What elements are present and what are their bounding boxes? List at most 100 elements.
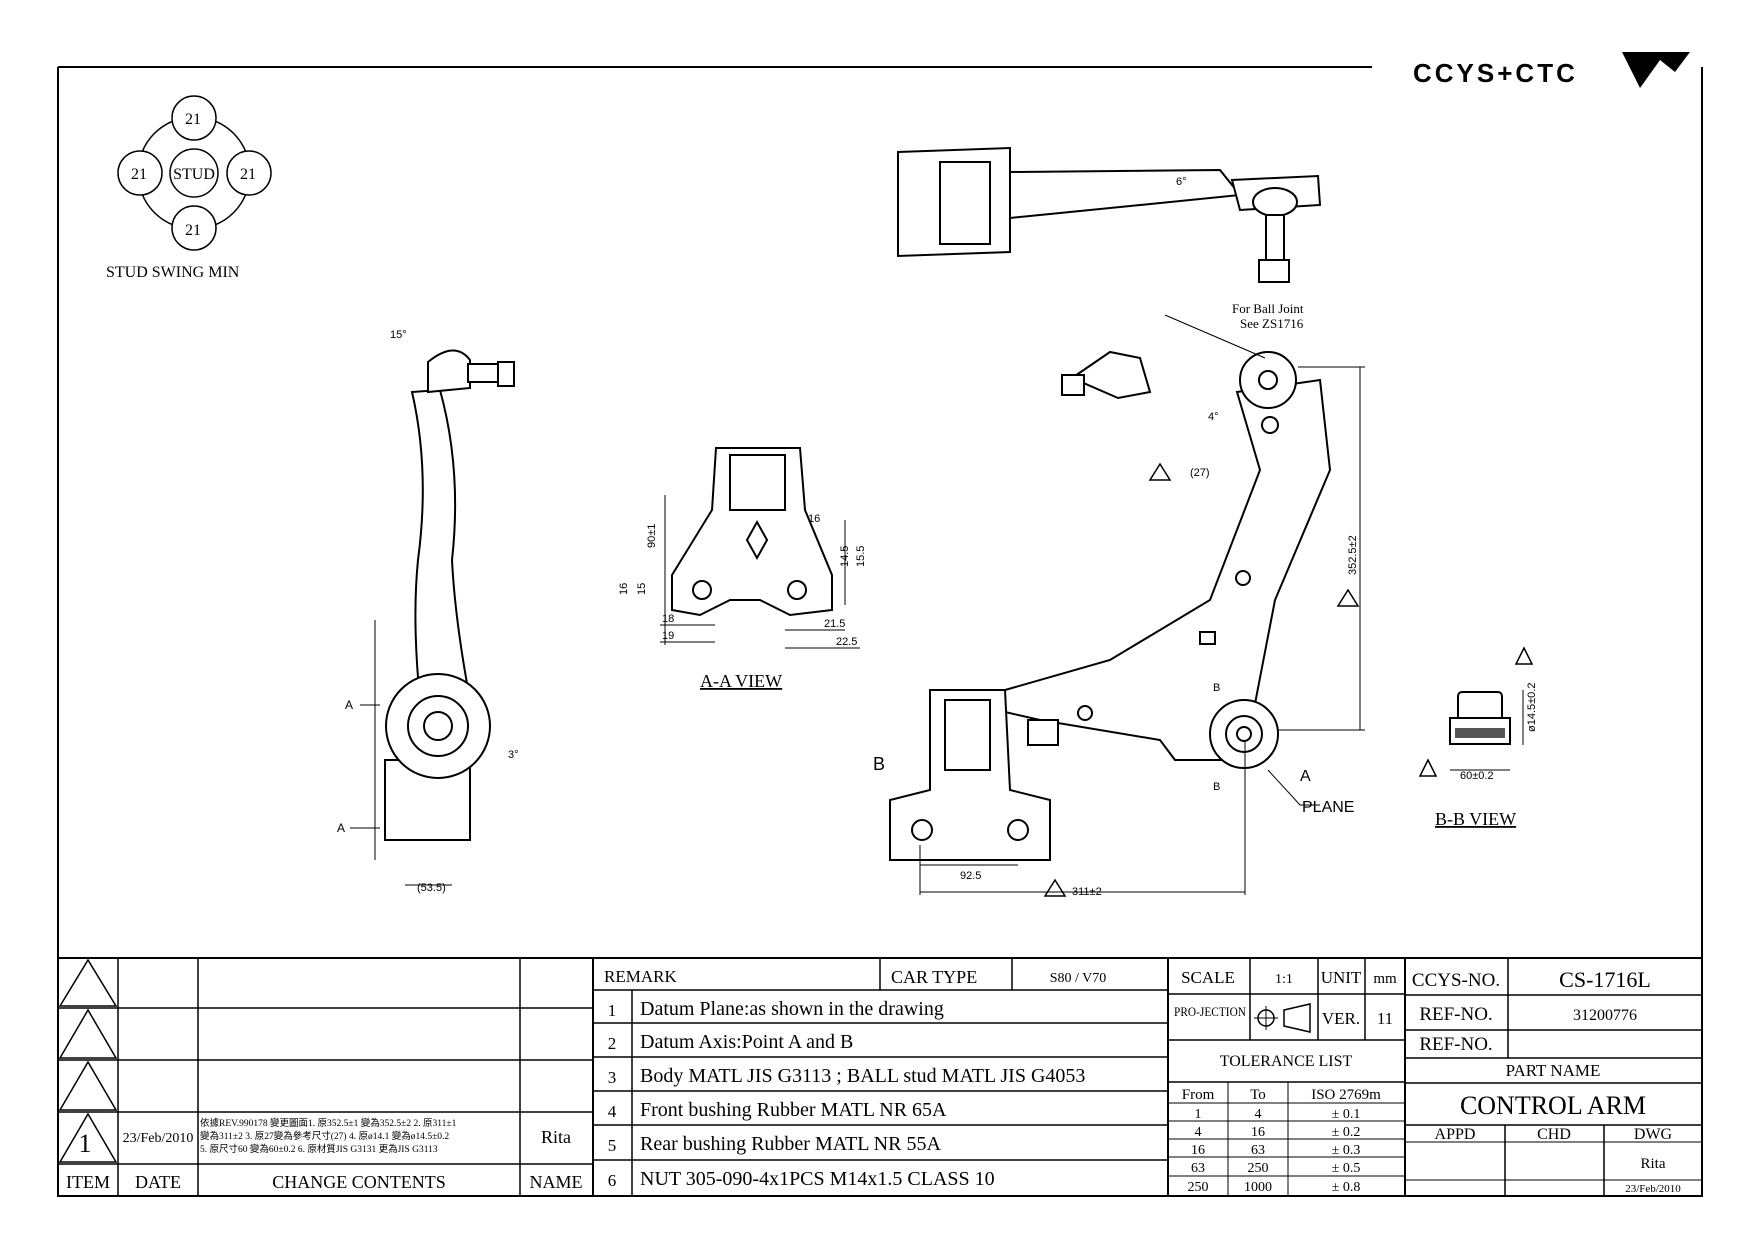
dwg-name: Rita	[1641, 1156, 1666, 1172]
side-bushing-mid	[407, 695, 469, 757]
remark-num-1: 1	[608, 1001, 617, 1020]
aa-dim-22-5: 22.5	[836, 636, 857, 648]
spec-block: SCALE 1:1 UNIT mm PRO-JECTION VER. 11 TO…	[1167, 957, 1406, 1197]
plan-detached-nut	[1061, 374, 1085, 396]
tol-to-5: 1000	[1244, 1180, 1272, 1195]
ver-value: 11	[1377, 1009, 1393, 1028]
side-dim-53: (53.5)	[417, 882, 446, 894]
side-label-a-upper: A	[345, 698, 353, 712]
bb-dim-14-5: ø14.5±0.2	[1526, 683, 1538, 732]
rev-header-item: ITEM	[66, 1172, 110, 1192]
plan-view: For Ball Joint See ZS1716 (27) 352.5±2 9…	[873, 301, 1365, 898]
tol-to-4: 250	[1248, 1161, 1269, 1176]
tol-header-from: From	[1182, 1087, 1215, 1103]
plan-front-bracket	[889, 689, 1051, 861]
tol-to-2: 16	[1251, 1125, 1265, 1140]
ref-label-2: REF-NO.	[1419, 1034, 1492, 1055]
swing-left-circle	[117, 150, 163, 196]
dwg-date: 23/Feb/2010	[1625, 1183, 1681, 1195]
side-dim-15deg: 15°	[390, 329, 407, 341]
side-nut	[497, 361, 515, 387]
plan-bracket-window	[944, 699, 991, 771]
rev-triangle-3	[58, 1060, 118, 1111]
top-stud	[1265, 214, 1285, 264]
side-label-a-lower: A	[337, 821, 345, 835]
aa-hole-right	[787, 580, 807, 600]
tol-value-3: ± 0.3	[1332, 1143, 1361, 1158]
swing-angle-top: 21	[185, 111, 201, 128]
plan-note-line-2: See ZS1716	[1240, 316, 1304, 331]
tol-from-3: 16	[1191, 1143, 1205, 1158]
remark-num-2: 2	[608, 1034, 617, 1053]
plan-dim-92-5: 92.5	[960, 870, 981, 882]
top-dim-6deg: 6°	[1176, 176, 1187, 188]
swing-angle-right: 21	[240, 166, 256, 183]
aa-dim-19: 19	[662, 630, 674, 642]
plan-dim-27: (27)	[1190, 467, 1210, 479]
top-ball	[1252, 187, 1298, 217]
aa-bracket-window	[729, 454, 786, 511]
remark-num-4: 4	[608, 1102, 617, 1121]
remark-num-3: 3	[608, 1068, 617, 1087]
brand-logo: CCYS+CTC	[1413, 52, 1690, 88]
plan-dim-311: 311±2	[1072, 886, 1102, 898]
swing-right-circle	[226, 150, 272, 196]
aa-dim-15-5: 15.5	[855, 546, 867, 567]
remark-text-1: Datum Plane:as shown in the drawing	[640, 998, 944, 1020]
remark-text-2: Datum Axis:Point A and B	[640, 1031, 853, 1053]
bb-rubber-fill	[1455, 728, 1505, 738]
side-ball-joint-housing	[427, 349, 471, 394]
car-type-label: CAR TYPE	[891, 967, 977, 987]
aa-section-view: 90±1 16 14.5 15.5 16 15 18 19 21.5 22.5 …	[618, 447, 867, 691]
plan-datum-triangle-352	[1336, 588, 1360, 607]
top-arm	[1009, 168, 1242, 220]
tolerance-title: TOLERANCE LIST	[1220, 1053, 1353, 1070]
rev-header-name: NAME	[530, 1172, 583, 1192]
rev-name-1: Rita	[541, 1127, 571, 1147]
plan-rear-bushing	[1209, 699, 1279, 769]
unit-value: mm	[1373, 971, 1397, 987]
tol-from-1: 1	[1195, 1107, 1202, 1122]
swing-top-circle	[171, 95, 217, 141]
scale-value: 1:1	[1275, 972, 1293, 987]
bb-section-view: ø14.5±0.2 60±0.2 B-B VIEW	[1418, 646, 1538, 829]
part-name: CONTROL ARM	[1460, 1091, 1646, 1120]
plan-detached-ball-joint	[1069, 350, 1152, 400]
title-outline	[1404, 957, 1703, 1197]
remark-num-5: 5	[608, 1136, 617, 1155]
plan-hole-left	[911, 819, 933, 841]
rev-header-content: CHANGE CONTENTS	[272, 1172, 446, 1192]
brand-text: CCYS+CTC	[1413, 58, 1578, 88]
tol-value-1: ± 0.1	[1332, 1107, 1361, 1122]
aa-dim-16-top: 16	[808, 513, 820, 525]
tol-header-iso: ISO 2769m	[1311, 1087, 1381, 1103]
ccys-no: CS-1716L	[1559, 967, 1651, 992]
tol-to-1: 4	[1255, 1107, 1262, 1122]
chd-label: CHD	[1537, 1126, 1571, 1143]
aa-hole-left	[692, 580, 712, 600]
plan-rear-bushing-inner	[1225, 715, 1263, 753]
plan-arm-hole-3	[1077, 705, 1093, 721]
aa-view-title: A-A VIEW	[700, 671, 782, 691]
tol-value-2: ± 0.2	[1332, 1125, 1361, 1140]
plan-label-b-upper: B	[1213, 682, 1220, 694]
remark-text-6: NUT 305-090-4x1PCS M14x1.5 CLASS 10	[640, 1168, 995, 1190]
remark-text-5: Rear bushing Rubber MATL NR 55A	[640, 1133, 941, 1155]
aa-dim-90: 90±1	[646, 524, 658, 548]
plan-ball-center	[1258, 370, 1278, 390]
tol-header-to: To	[1250, 1087, 1266, 1103]
projection-label: PRO-JECTION	[1174, 1004, 1247, 1019]
aa-dim-18: 18	[662, 613, 674, 625]
plan-slot	[1199, 631, 1216, 645]
plan-dim-4deg: 4°	[1208, 411, 1219, 423]
aa-dim-14-5: 14.5	[839, 546, 851, 567]
car-type-value: S80 / V70	[1050, 971, 1107, 986]
stud-swing-diagram: STUD 21 21 21 21 STUD SWING MIN	[106, 95, 272, 281]
plan-ball-joint	[1239, 351, 1297, 409]
plan-tab	[1027, 719, 1059, 746]
aa-dim-16-left: 16	[618, 583, 630, 595]
aa-dim-21-5: 21.5	[824, 618, 845, 630]
swing-bottom-circle	[171, 205, 217, 251]
bb-datum-triangle-top	[1514, 646, 1534, 665]
